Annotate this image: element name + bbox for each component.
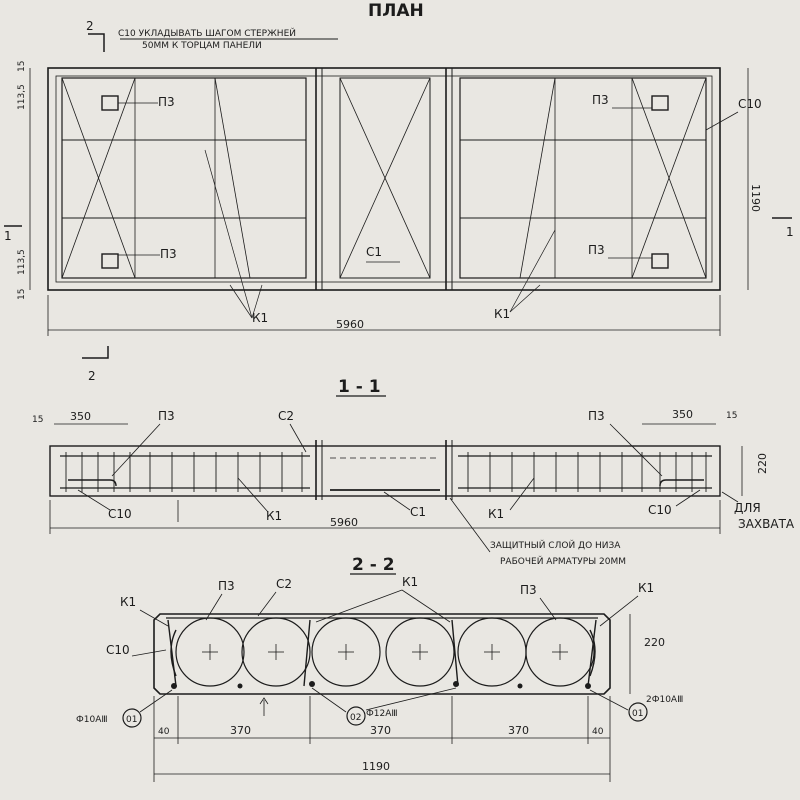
plan-mesh-left (61, 77, 307, 279)
plan-label-p3-top-right: П3 (592, 93, 609, 107)
section-1-1-label-p3-left: П3 (158, 409, 175, 423)
plan-dim-length: 5960 (336, 318, 364, 331)
section-2-2-pos-01-right: 01 (632, 709, 643, 719)
section-2-2-bar-phi10-left: Ф10АⅢ (76, 715, 108, 725)
section-1-1-note-line1: ЗАЩИТНЫЙ СЛОЙ ДО НИЗА (490, 539, 621, 551)
section-1-1-label-c10-left: С10 (108, 507, 132, 521)
section-2-2-pos-01-right-marker (628, 702, 648, 722)
plan-dim-edge-top: 15 (17, 61, 27, 72)
plan-label-p3-bottom-left: П3 (160, 247, 177, 261)
section-2-2-label-c2: С2 (276, 577, 292, 591)
section-2-2-label-k1-right: К1 (638, 581, 654, 595)
section-1-1-title: 1 - 1 (338, 377, 381, 397)
section-1-1-cage-middle (330, 457, 440, 491)
section-1-1-dim-350-left: 350 (70, 410, 91, 423)
section-1-1-label-c1: С1 (410, 505, 426, 519)
plan-label-p3-top-left: П3 (158, 95, 175, 109)
section-2-2: 2 - 2 (76, 555, 683, 782)
section-2-2-label-p3-left: П3 (218, 579, 235, 593)
section-1-1: 1 - 1 (32, 377, 795, 567)
plan-view: ПЛАН С10 УКЛАДЫВАТЬ ШАГОМ СТЕРЖНЕЙ 50ММ … (4, 1, 794, 383)
section-1-1-label-k1-right: К1 (488, 507, 504, 521)
section-2-2-label-c10: С10 (106, 643, 130, 657)
plan-mesh-right (459, 77, 707, 279)
plan-note-line1: С10 УКЛАДЫВАТЬ ШАГОМ СТЕРЖНЕЙ (118, 27, 296, 39)
section-1-1-grip-line2: ЗАХВАТА (738, 517, 795, 531)
section-1-1-dim-15-right: 15 (726, 411, 737, 421)
plan-dim-offset-bottom: 113,5 (17, 249, 27, 275)
plan-dim-width: 1190 (749, 184, 762, 212)
section-2-2-dim-370-right: 370 (508, 724, 529, 737)
plan-label-c1: С1 (366, 245, 382, 259)
section-1-1-grip-line1: ДЛЯ (734, 501, 761, 515)
section-1-1-outline (49, 445, 721, 497)
plan-dim-offset-top: 113,5 (17, 84, 27, 110)
section-2-2-bar-2phi10: 2Ф10АⅢ (646, 695, 683, 705)
section-1-1-label-k1-left: К1 (266, 509, 282, 523)
section-1-1-label-c2: С2 (278, 409, 294, 423)
plan-note-line2: 50ММ К ТОРЦАМ ПАНЕЛИ (142, 41, 262, 51)
section-2-2-pos-02-marker (346, 706, 366, 726)
section-arrow-2-top (88, 33, 105, 52)
plan-label-p3-bottom-right: П3 (588, 243, 605, 257)
section-2-2-label-p3-right: П3 (520, 583, 537, 597)
section-1-1-note-line2: РАБОЧЕЙ АРМАТУРЫ 20ММ (500, 555, 626, 567)
section-mark-1-right: 1 (786, 225, 794, 239)
section-2-2-dim-370-middle: 370 (370, 724, 391, 737)
section-2-2-label-k1-top: К1 (402, 575, 418, 589)
section-2-2-dim-40-right: 40 (592, 727, 604, 737)
section-1-1-label-c10-right: С10 (648, 503, 672, 517)
section-1-1-dim-350-right: 350 (672, 408, 693, 421)
section-1-1-dim-220: 220 (756, 453, 769, 474)
plan-label-k1-right: К1 (494, 307, 510, 321)
section-1-1-dim-length: 5960 (330, 516, 358, 529)
section-2-2-title: 2 - 2 (352, 555, 395, 575)
section-2-2-pos-01-left: 01 (126, 715, 137, 725)
section-mark-2-top: 2 (86, 19, 94, 33)
section-2-2-cages (167, 619, 597, 689)
plan-outline (47, 67, 721, 291)
section-2-2-dim-40-left: 40 (158, 727, 170, 737)
section-arrow-2-bottom (82, 346, 109, 359)
plan-label-k1-left: К1 (252, 311, 268, 325)
section-mark-2-bottom: 2 (88, 369, 96, 383)
section-2-2-dim-370-left: 370 (230, 724, 251, 737)
section-mark-1-left: 1 (4, 229, 12, 243)
section-2-2-voids (175, 617, 595, 687)
plan-label-c10: С10 (738, 97, 762, 111)
section-2-2-dim-total: 1190 (362, 760, 390, 773)
section-1-1-cage-left (60, 452, 310, 492)
plan-title: ПЛАН (368, 1, 424, 21)
section-2-2-outline (153, 613, 611, 695)
section-2-2-label-k1-left: К1 (120, 595, 136, 609)
plan-mesh-middle (315, 68, 453, 290)
section-2-2-pos-02: 02 (350, 713, 361, 723)
section-1-1-dim-15-left: 15 (32, 415, 43, 425)
section-2-2-dim-220: 220 (644, 636, 665, 649)
plan-dim-edge-bottom: 15 (17, 289, 27, 300)
plan-inner-outline (55, 75, 713, 283)
section-1-1-label-p3-right: П3 (588, 409, 605, 423)
section-2-2-bar-phi12: Ф12АⅢ (366, 709, 398, 719)
section-1-1-cage-right (458, 452, 712, 492)
section-2-2-pos-01-left-marker (122, 708, 142, 728)
